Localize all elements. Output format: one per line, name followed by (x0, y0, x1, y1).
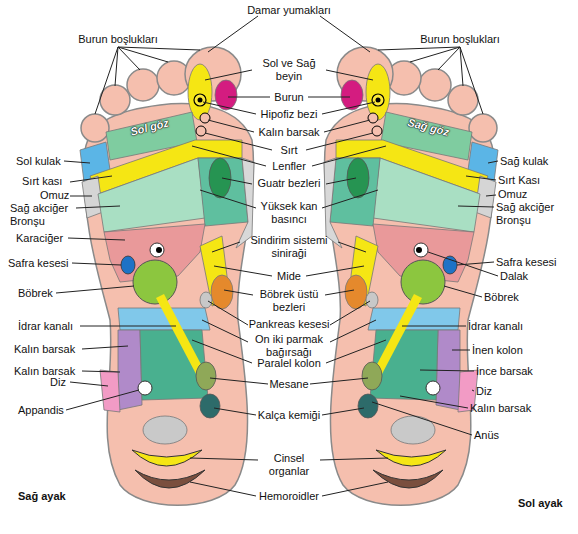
organ-label: Sırt Kası (498, 174, 540, 187)
organ-label: Sol ve Sağ beyin (257, 57, 321, 83)
organ-label: Burun boşlukları (78, 33, 158, 46)
organ-label: Sağ akciğer Bronşu (496, 201, 576, 227)
organ-label: Böbrek (484, 291, 519, 304)
leader-line (70, 176, 112, 182)
organ-label: Appandis (18, 404, 64, 417)
leader-line (72, 263, 121, 265)
organ-label: Safra kesesi (496, 256, 557, 269)
organ-label: Kalın barsak (470, 402, 531, 415)
organ-label: Omuz (498, 188, 527, 201)
leader-line (420, 370, 474, 371)
leader-line (64, 161, 90, 163)
organ-label: Mesane (269, 378, 308, 391)
leader-line (486, 195, 496, 196)
organ-label: Mide (277, 270, 301, 283)
leader-line (402, 326, 466, 327)
leader-line (488, 161, 498, 163)
organ-label: Kalın barsak (258, 126, 319, 139)
leader-line (444, 286, 482, 297)
organ-label: Burun (274, 91, 303, 104)
organ-label: Lenfler (272, 160, 306, 173)
organ-label: Kalın barsak (14, 365, 75, 378)
organ-label: Diz (476, 385, 492, 398)
organ-label: Sırt (280, 144, 297, 157)
leader-lines (190, 16, 272, 496)
organ-label: Paralel kolon (257, 357, 321, 370)
organ-label: Anüs (474, 429, 499, 442)
leader-line (472, 390, 474, 391)
organ-label: İdrar kanalı (18, 320, 73, 333)
organ-label: Kalın barsak (14, 343, 75, 356)
leader-line (466, 176, 496, 180)
organ-label: Pankreas kesesi (249, 318, 330, 331)
organ-label: İdrar kanalı (468, 320, 523, 333)
organ-label: İnen kolon (472, 344, 523, 357)
organ-label: Sağ akciğer Bronşu (10, 202, 80, 228)
organ-label: Sol kulak (16, 155, 61, 168)
leader-line (68, 238, 125, 240)
organ-label: Cinsel organlar (258, 452, 320, 478)
leader-line (458, 206, 494, 207)
organ-label: Omuz (40, 189, 69, 202)
leader-lines (56, 47, 498, 435)
organ-label: Damar yumakları (247, 4, 331, 17)
organ-label: Dalak (500, 270, 528, 283)
organ-label: Kalça kemiği (258, 409, 320, 422)
organ-label: Safra kesesi (8, 257, 69, 270)
foot-name: Sağ ayak (18, 490, 66, 503)
organ-label: Sindirim sistemi siniraği (239, 234, 339, 260)
organ-label: Hipofiz bezi (261, 108, 318, 121)
leader-line (95, 47, 200, 114)
leader-line (428, 252, 498, 276)
leader-line (80, 326, 176, 327)
left-foot (324, 47, 498, 505)
leader-line (82, 371, 120, 372)
leader-lines (306, 16, 388, 496)
leader-line (76, 206, 120, 208)
organ-label: Guatr bezleri (258, 177, 321, 190)
leader-line (70, 382, 108, 386)
organ-label: On iki parmak bağırsağı (248, 333, 330, 359)
organ-label: Diz (50, 376, 66, 389)
organ-label: Yüksek kan basıncı (256, 200, 322, 226)
organ-label: Sırt kası (22, 175, 62, 188)
organ-label: İnce barsak (476, 365, 533, 378)
leader-line (82, 346, 128, 349)
leader-line (66, 390, 139, 410)
foot-name: Sol ayak (518, 497, 563, 510)
leader-line (378, 47, 483, 114)
leader-line (400, 396, 468, 408)
leader-line (452, 350, 470, 351)
organ-label: Hemoroidler (259, 490, 319, 503)
organ-label: Burun boşlukları (420, 33, 500, 46)
leader-line (56, 286, 134, 293)
right-foot (80, 47, 254, 505)
organ-label: Böbrek üstü bezleri (253, 288, 325, 314)
organ-label: Böbrek (18, 287, 53, 300)
organ-label: Sağ kulak (500, 155, 548, 168)
leader-line (70, 196, 92, 197)
leader-line (372, 402, 472, 435)
organ-label: Karaciğer (16, 232, 63, 245)
